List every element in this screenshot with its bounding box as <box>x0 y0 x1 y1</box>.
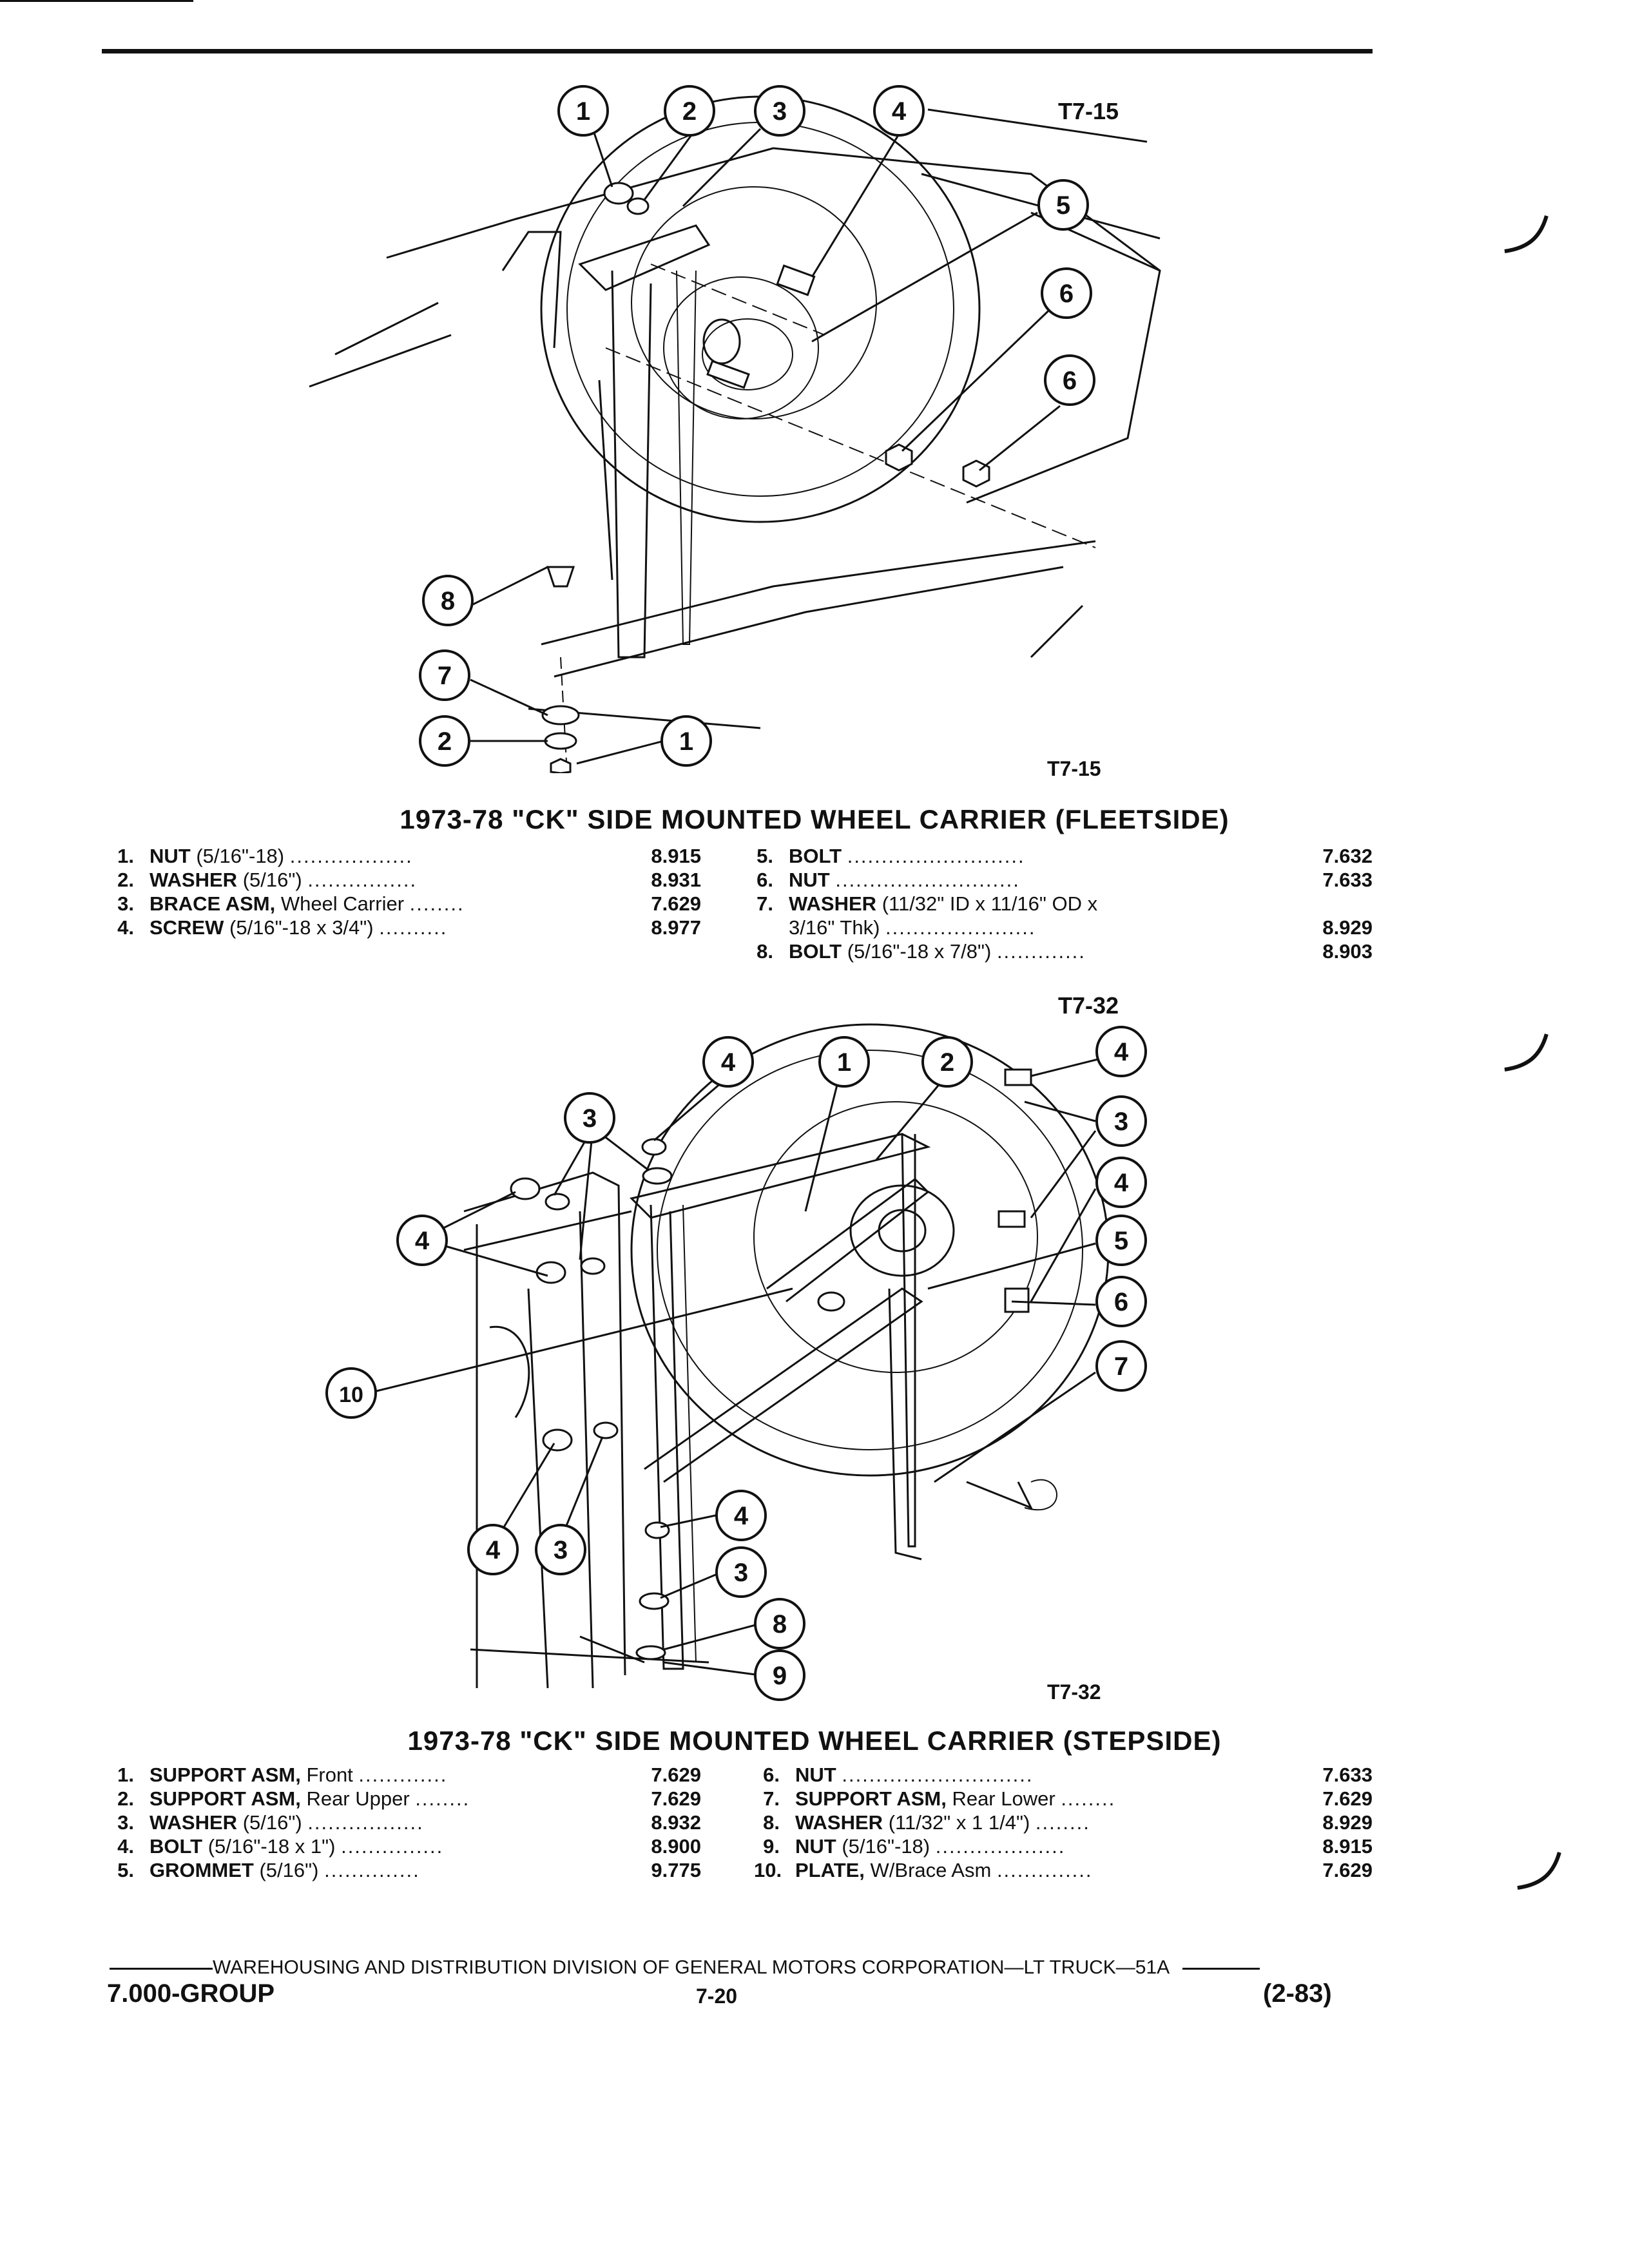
callout-3d: 3 <box>734 1559 748 1587</box>
callout-9: 9 <box>773 1662 787 1690</box>
callout-7: 7 <box>438 662 452 690</box>
callout-2: 2 <box>682 97 697 126</box>
callout-3: 3 <box>583 1104 597 1133</box>
parts-row: 3.BRACE ASM, Wheel Carrier ........7.629 <box>117 892 701 915</box>
footer-group: 7.000-GROUP <box>107 1979 275 2008</box>
figure1-diagram: 1 2 3 4 5 6 6 8 7 2 1 <box>0 77 1629 773</box>
corner-mark <box>0 0 193 2</box>
parts-row: 9.NUT (5/16"-18) ...................8.91… <box>763 1835 1373 1858</box>
figure1-tag-bottom: T7-15 <box>1047 757 1101 780</box>
parts-row: 4.BOLT (5/16"-18 x 1") ...............8.… <box>117 1835 701 1858</box>
figure2-tag-bottom: T7-32 <box>1047 1680 1101 1704</box>
figure2-title: 1973-78 "CK" SIDE MOUNTED WHEEL CARRIER … <box>407 1725 1222 1756</box>
callout-6: 6 <box>1059 280 1074 308</box>
callout-3: 3 <box>773 97 787 126</box>
callout-6b: 6 <box>1063 367 1077 395</box>
parts-row: 3.WASHER (5/16") .................8.932 <box>117 1811 701 1834</box>
callout-10: 10 <box>339 1383 363 1407</box>
footer-page-number: 7-20 <box>696 1984 738 2008</box>
callout-4b: 4 <box>1114 1038 1129 1066</box>
fleetside-wheel-carrier-drawing: 1 2 3 4 5 6 6 8 7 2 1 <box>309 85 1161 773</box>
binding-mark-1 <box>1504 215 1548 253</box>
footer-division: WAREHOUSING AND DISTRIBUTION DIVISION OF… <box>110 1957 1260 1979</box>
parts-row: 1.NUT (5/16"-18) ..................8.915 <box>117 845 701 867</box>
binding-mark-3 <box>1517 1852 1561 1890</box>
parts-row: 8.BOLT (5/16"-18 x 7/8") .............8.… <box>757 940 1373 963</box>
figure2-diagram: 4 1 2 4 3 3 4 4 5 6 7 10 4 4 3 3 8 9 <box>0 1018 1629 1701</box>
parts-row: 10.PLATE, W/Brace Asm ..............7.62… <box>754 1859 1373 1881</box>
callout-5: 5 <box>1056 191 1070 220</box>
parts-row: 4.SCREW (5/16"-18 x 3/4") ..........8.97… <box>117 916 701 939</box>
callout-2: 2 <box>940 1048 954 1077</box>
callout-3c: 3 <box>554 1536 568 1564</box>
callout-7: 7 <box>1114 1352 1128 1381</box>
figure2-tag-top: T7-32 <box>1058 992 1119 1019</box>
figure2-parts-right: 6.NUT ............................7.633 … <box>754 1763 1373 1882</box>
parts-row: 2.WASHER (5/16") ................8.931 <box>117 869 701 891</box>
parts-row: 1.SUPPORT ASM, Front .............7.629 <box>117 1763 701 1786</box>
callout-4f: 4 <box>486 1536 501 1564</box>
callout-1: 1 <box>576 97 590 126</box>
parts-row: 6.NUT ...........................7.633 <box>757 869 1373 891</box>
callout-3b: 3 <box>1114 1108 1128 1136</box>
parts-row: 7.SUPPORT ASM, Rear Lower ........7.629 <box>763 1787 1373 1810</box>
figure1-parts-right: 5.BOLT ..........................7.632 6… <box>747 844 1373 963</box>
figure1-parts-left: 1.NUT (5/16"-18) ..................8.915… <box>108 844 701 939</box>
callout-4: 4 <box>721 1048 736 1077</box>
callout-4c: 4 <box>1114 1169 1129 1197</box>
callout-4d: 4 <box>415 1227 430 1255</box>
callout-6: 6 <box>1114 1288 1128 1316</box>
parts-row: 6.NUT ............................7.633 <box>763 1763 1373 1786</box>
figure2-parts-left: 1.SUPPORT ASM, Front .............7.629 … <box>108 1763 701 1882</box>
callout-2b: 2 <box>438 727 452 756</box>
stepside-wheel-carrier-drawing: 4 1 2 4 3 3 4 4 5 6 7 10 4 4 3 3 8 9 <box>325 1023 1147 1701</box>
binding-mark-2 <box>1504 1033 1548 1072</box>
figure1-tag-top: T7-15 <box>1058 98 1119 124</box>
header-rule <box>102 49 1373 53</box>
parts-row: 8.WASHER (11/32" x 1 1/4") ........8.929 <box>763 1811 1373 1834</box>
parts-row: 5.BOLT ..........................7.632 <box>757 845 1373 867</box>
parts-row: 5.GROMMET (5/16") ..............9.775 <box>117 1859 701 1881</box>
footer-date: (2-83) <box>1263 1979 1332 2008</box>
parts-row: 7.WASHER (11/32" ID x 11/16" OD x <box>757 892 1098 915</box>
callout-5: 5 <box>1114 1227 1128 1255</box>
parts-row: 2.SUPPORT ASM, Rear Upper ........7.629 <box>117 1787 701 1810</box>
callout-8: 8 <box>773 1610 787 1639</box>
parts-row: 3/16" Thk) ......................8.929 <box>789 916 1373 939</box>
callout-4e: 4 <box>734 1502 749 1530</box>
callout-4: 4 <box>892 97 907 126</box>
callout-1: 1 <box>837 1048 851 1077</box>
callout-1b: 1 <box>679 727 693 756</box>
callout-8: 8 <box>441 587 455 615</box>
figure1-title: 1973-78 "CK" SIDE MOUNTED WHEEL CARRIER … <box>400 804 1229 834</box>
